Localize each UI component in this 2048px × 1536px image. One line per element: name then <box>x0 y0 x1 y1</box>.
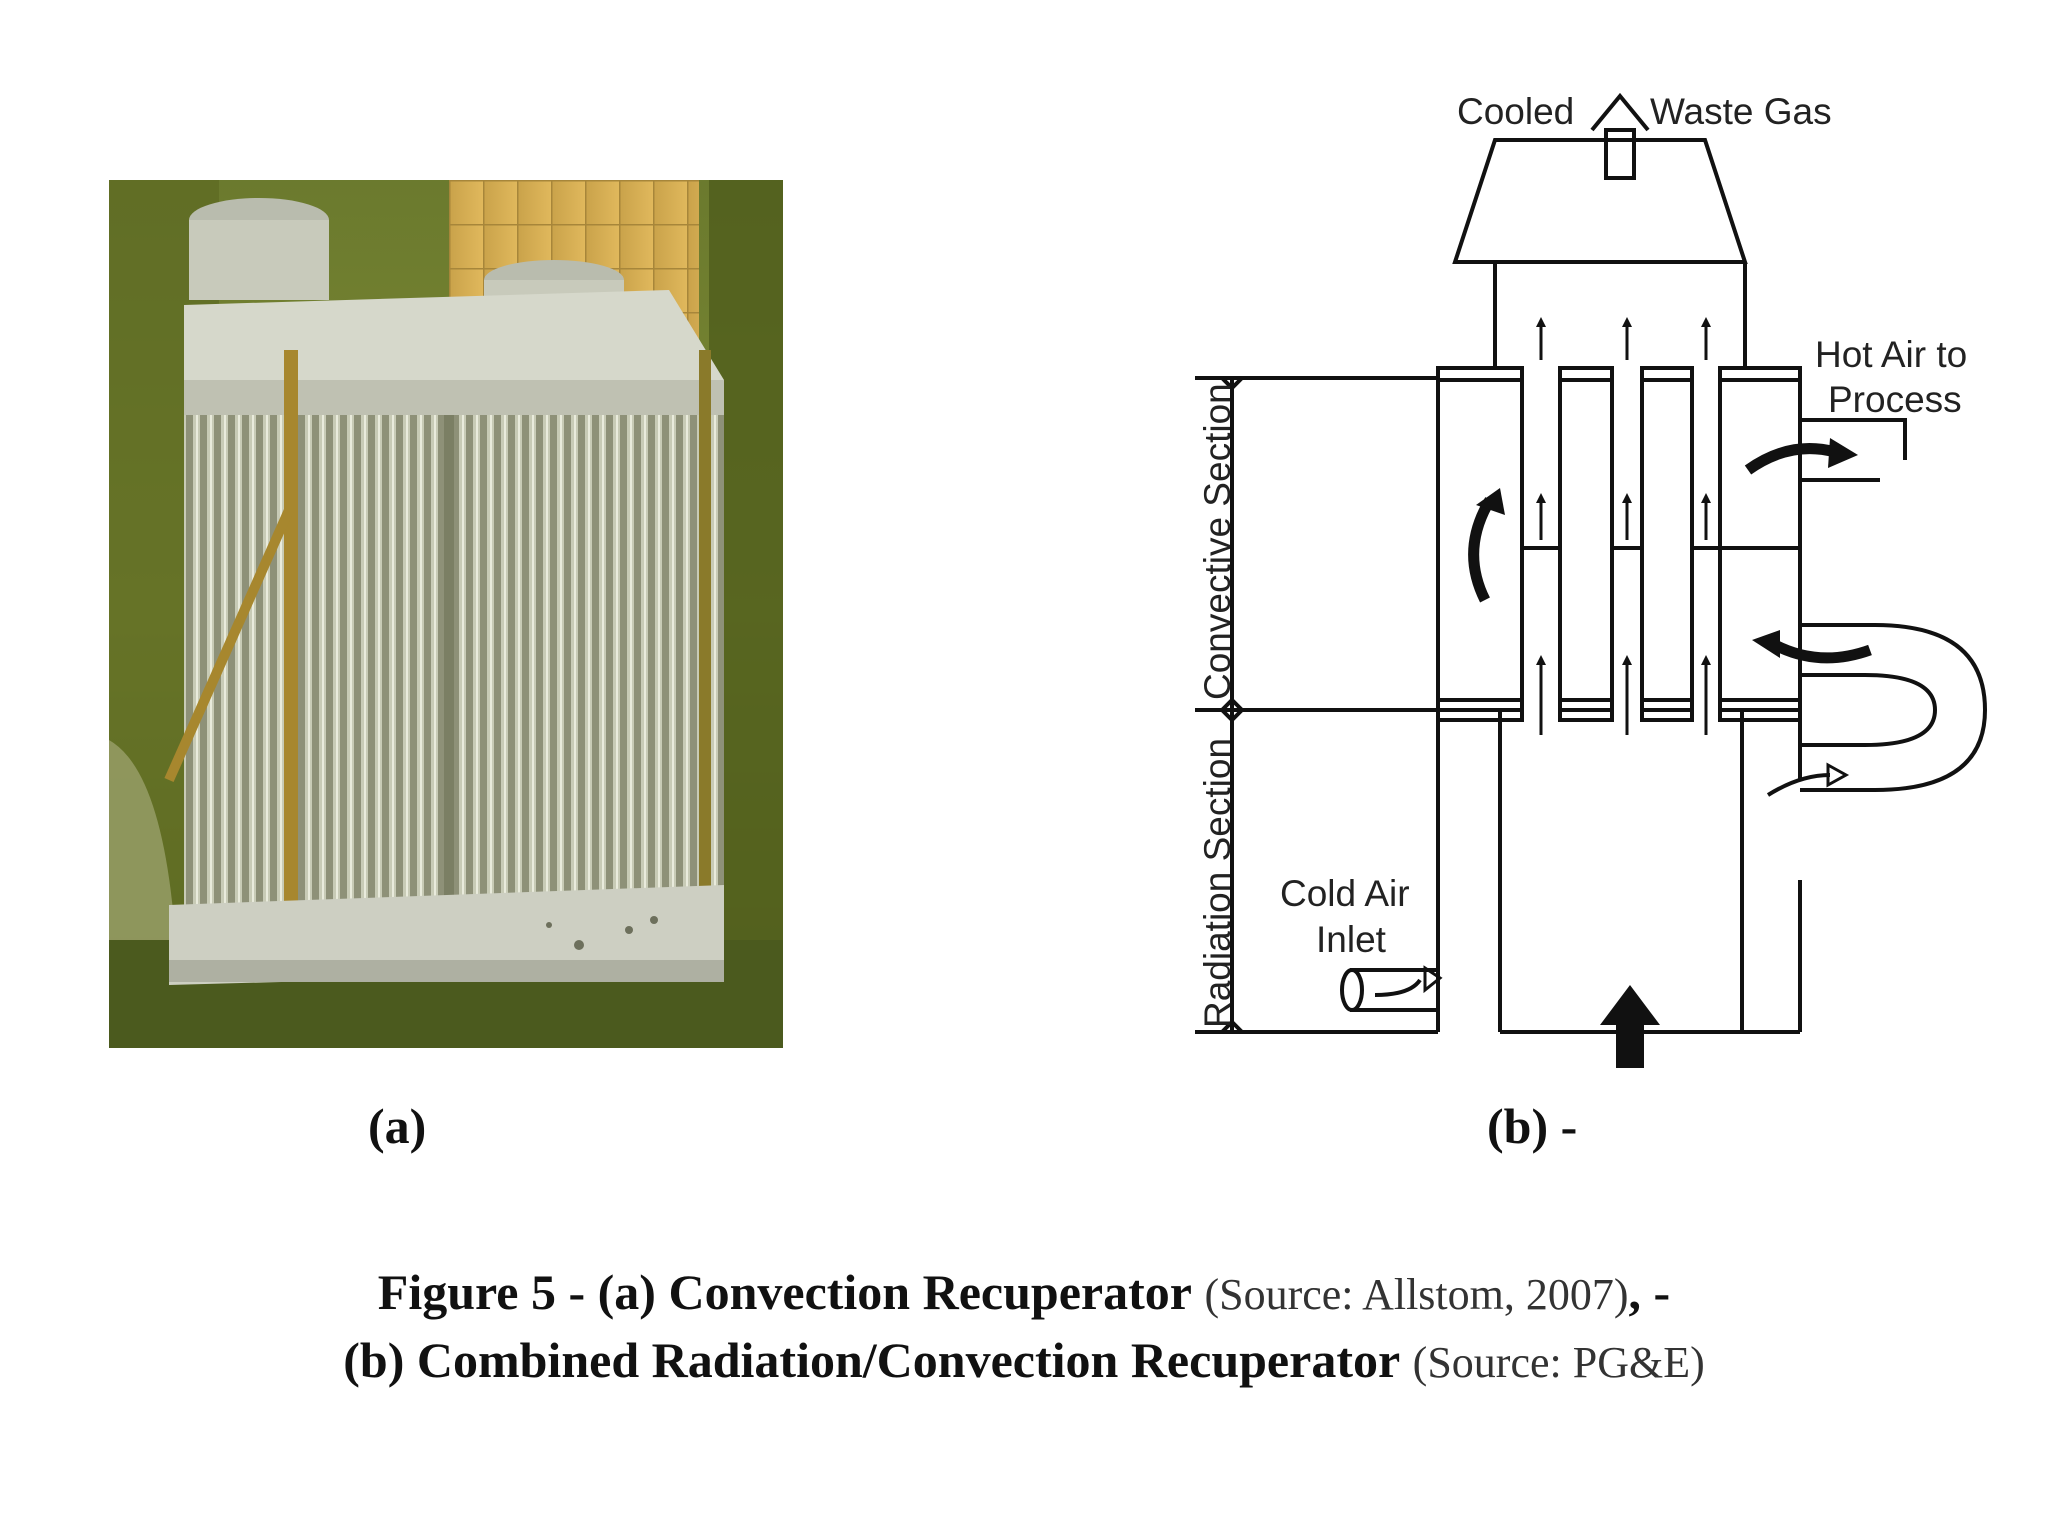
caption-title-b: (b) Combined Radiation/Convection Recupe… <box>343 1332 1401 1388</box>
caption-source-b: (Source: PG&E) <box>1412 1338 1705 1387</box>
cold-air-label-line1: Cold Air <box>1280 873 1410 914</box>
caption-source-a: (Source: Allstom, 2007) <box>1204 1270 1629 1319</box>
hot-air-label-line1: Hot Air to <box>1815 334 1967 375</box>
hot-air-label-line2: Process <box>1828 379 1962 420</box>
caption-title-a: Figure 5 - (a) Convection Recuperator <box>377 1264 1192 1320</box>
figure-caption-line2: (b) Combined Radiation/Convection Recupe… <box>0 1326 2048 1397</box>
panel-b-label: (b) - <box>1487 1098 1578 1154</box>
convection-recuperator-photo <box>109 180 783 1048</box>
convective-section-label: Convective Section <box>1197 383 1238 700</box>
figure-caption-line1: Figure 5 - (a) Convection Recuperator (S… <box>0 1258 2048 1329</box>
cold-air-label-line2: Inlet <box>1316 919 1387 960</box>
caption-separator: , - <box>1628 1264 1671 1320</box>
cooled-label: Cooled <box>1457 91 1574 132</box>
panel-a-label: (a) <box>368 1098 427 1154</box>
radiation-section-label: Radiation Section <box>1197 738 1238 1028</box>
waste-gas-label: Waste Gas <box>1650 91 1832 132</box>
